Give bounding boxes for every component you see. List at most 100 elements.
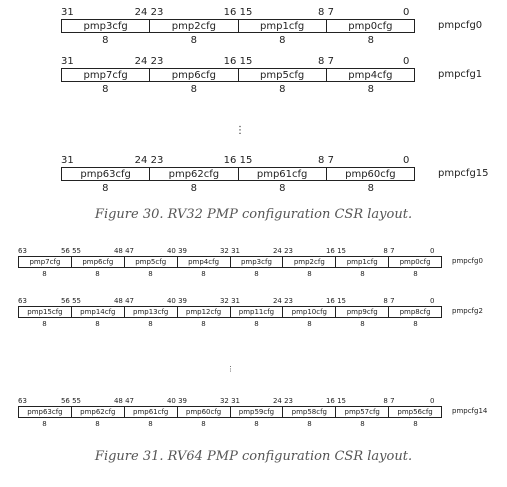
register-name: pmpcfg14	[452, 407, 488, 415]
rv64-bit-label: 40 39	[166, 397, 188, 405]
rv64-bit-label: 0	[430, 297, 435, 305]
field-pmp58cfg: pmp58cfg	[283, 407, 337, 417]
rv64-bit-label: 8 7	[383, 297, 395, 305]
rv64-bit-label: 16 15	[325, 397, 347, 405]
field-pmp11cfg: pmp11cfg	[231, 307, 284, 317]
rv64-bit-label: 56 55	[60, 397, 82, 405]
rv32-bit-label: 24 23	[134, 155, 164, 166]
rv64-field-width: 8	[254, 270, 259, 278]
rv32-bit-label: 16 15	[223, 56, 253, 67]
rv64-field-width: 8	[413, 320, 418, 328]
field-pmp6cfg: pmp6cfg	[72, 257, 125, 267]
rv64-bit-label: 48 47	[113, 397, 135, 405]
field-pmp8cfg: pmp8cfg	[399, 308, 431, 316]
register-name: pmpcfg15	[438, 168, 489, 179]
field-pmp7cfg: pmp7cfg	[19, 257, 72, 267]
rv64-bit-label: 24 23	[272, 397, 294, 405]
rv64-bit-label: 48 47	[113, 297, 135, 305]
field-pmp14cfg: pmp14cfg	[72, 307, 125, 317]
rv32-bit-label: 31	[61, 7, 74, 18]
rv64-field-width: 8	[95, 320, 100, 328]
field-pmp5cfg: pmp5cfg	[125, 257, 178, 267]
field-pmp15cfg: pmp15cfg	[19, 307, 72, 317]
rv64-field-width: 8	[95, 420, 100, 428]
rv64-field-width: 8	[148, 320, 153, 328]
rv64-field-width: 8	[360, 420, 365, 428]
rv64-bit-label: 56 55	[60, 297, 82, 305]
rv64-field-width: 8	[360, 270, 365, 278]
rv32-bit-label: 24 23	[134, 56, 164, 67]
field-pmp0cfg: pmp0cfg	[399, 258, 431, 266]
rv32-bit-label: 0	[403, 56, 410, 67]
field-pmp62cfg: pmp62cfg	[72, 407, 125, 417]
rv64-field-width: 8	[42, 270, 47, 278]
field-pmp10cfg: pmp10cfg	[283, 307, 337, 317]
rv32-bit-label: 8 7	[318, 56, 334, 67]
rv64-bit-label: 40 39	[166, 247, 188, 255]
rv64-bit-label: 24 23	[272, 297, 294, 305]
rv32-bit-label: 31	[61, 155, 74, 166]
register-name: pmpcfg1	[438, 69, 483, 80]
field-pmp60cfg: pmp60cfg	[178, 407, 231, 417]
rv64-bit-label: 48 47	[113, 247, 135, 255]
field-pmp1cfg: pmp1cfg	[336, 257, 390, 267]
rv64-field-width: 8	[42, 420, 47, 428]
rv32-field-width: 8	[190, 84, 197, 95]
rv32-bit-label: 16 15	[223, 7, 253, 18]
rv32-field-width: 8	[279, 183, 286, 194]
rv64-field-width: 8	[201, 320, 206, 328]
field-pmp61cfg: pmp61cfg	[239, 168, 327, 180]
rv64-bit-label: 8 7	[383, 247, 395, 255]
rv32-bit-label: 8 7	[318, 155, 334, 166]
rv64-bit-label: 8 7	[383, 397, 395, 405]
rv64-bit-label: 40 39	[166, 297, 188, 305]
field-pmp4cfg: pmp4cfg	[348, 69, 393, 81]
rv32-bit-label: 16 15	[223, 155, 253, 166]
rv64-bit-label: 32 31	[219, 247, 241, 255]
rv32-field-width: 8	[102, 84, 109, 95]
field-pmp59cfg: pmp59cfg	[231, 407, 284, 417]
field-pmp6cfg: pmp6cfg	[150, 69, 239, 81]
rv32-field-width: 8	[190, 183, 197, 194]
rv32-field-width: 8	[102, 183, 109, 194]
field-pmp60cfg: pmp60cfg	[345, 168, 396, 180]
rv64-bit-label: 16 15	[325, 297, 347, 305]
rv64-bit-label: 56 55	[60, 247, 82, 255]
rv32-ellipsis: ⋮	[235, 125, 245, 136]
rv64-bit-label: 0	[430, 397, 435, 405]
register-name: pmpcfg0	[438, 20, 483, 31]
field-pmp2cfg: pmp2cfg	[283, 257, 337, 267]
rv64-bit-label: 32 31	[219, 397, 241, 405]
rv64-bit-label: 0	[430, 247, 435, 255]
rv64-bit-label: 16 15	[325, 247, 347, 255]
field-pmp12cfg: pmp12cfg	[178, 307, 231, 317]
rv64-bit-label: 24 23	[272, 247, 294, 255]
rv32-field-width: 8	[367, 183, 374, 194]
field-pmp5cfg: pmp5cfg	[239, 69, 327, 81]
rv32-bit-label: 24 23	[134, 7, 164, 18]
rv32-field-width: 8	[367, 84, 374, 95]
rv32-field-width: 8	[190, 35, 197, 46]
rv64-field-width: 8	[307, 320, 312, 328]
rv64-field-width: 8	[254, 320, 259, 328]
rv32-bit-label: 0	[403, 155, 410, 166]
field-pmp4cfg: pmp4cfg	[178, 257, 231, 267]
field-pmp56cfg: pmp56cfg	[397, 408, 433, 416]
field-pmp1cfg: pmp1cfg	[239, 20, 327, 32]
field-pmp57cfg: pmp57cfg	[336, 407, 390, 417]
rv32-field-width: 8	[102, 35, 109, 46]
rv64-field-width: 8	[360, 320, 365, 328]
rv64-bit-label: 63	[18, 297, 27, 305]
field-pmp13cfg: pmp13cfg	[125, 307, 178, 317]
field-pmp63cfg: pmp63cfg	[62, 168, 151, 180]
rv64-bit-label: 63	[18, 247, 27, 255]
rv32-bit-label: 31	[61, 56, 74, 67]
rv32-field-width: 8	[367, 35, 374, 46]
register-name: pmpcfg2	[452, 307, 483, 315]
rv64-field-width: 8	[95, 270, 100, 278]
